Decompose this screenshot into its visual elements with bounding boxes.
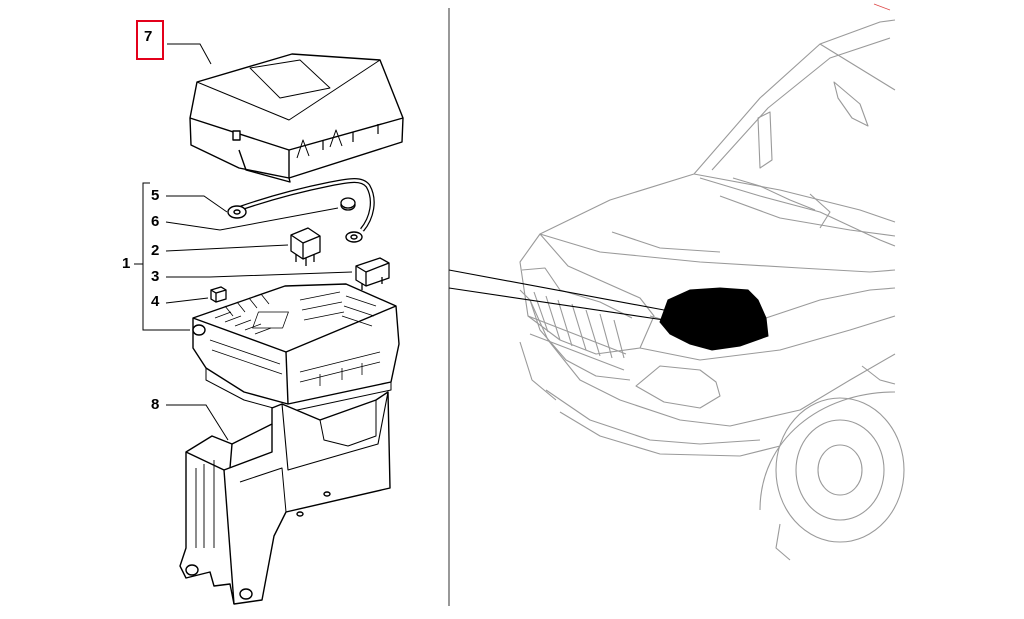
part-8-bracket[interactable] [179, 391, 391, 605]
fusebox-location-marker[interactable] [659, 287, 769, 351]
callout-4[interactable]: 4 [151, 293, 160, 310]
part-2-relay[interactable] [290, 227, 321, 266]
callout-5[interactable]: 5 [151, 187, 160, 204]
part-1-fusebox[interactable] [192, 283, 400, 413]
vehicle-outline [519, 3, 905, 561]
leader-2 [165, 244, 289, 252]
leader-1-bracket [142, 182, 190, 331]
highlight-box [136, 20, 164, 60]
part-6-nut[interactable] [340, 197, 356, 211]
part-7-cover[interactable] [189, 53, 404, 183]
callout-2[interactable]: 2 [151, 242, 160, 259]
leader-6 [165, 207, 339, 231]
callout-8[interactable]: 8 [151, 396, 160, 413]
part-3-maxifuse[interactable] [355, 257, 390, 290]
callout-7[interactable]: 7 [144, 28, 153, 45]
leader-5 [166, 195, 228, 213]
leader-3 [166, 271, 353, 278]
leader-7 [167, 43, 212, 65]
callout-6[interactable]: 6 [151, 213, 160, 230]
part-4-minifuse[interactable] [210, 286, 227, 303]
pointer-line-bottom [448, 287, 665, 321]
part-5-cable[interactable] [227, 178, 375, 243]
leader-8 [166, 404, 229, 441]
leader-4 [165, 297, 209, 304]
callout-1[interactable]: 1 [122, 255, 131, 272]
pointer-line-top [448, 269, 665, 311]
callout-3[interactable]: 3 [151, 268, 160, 285]
